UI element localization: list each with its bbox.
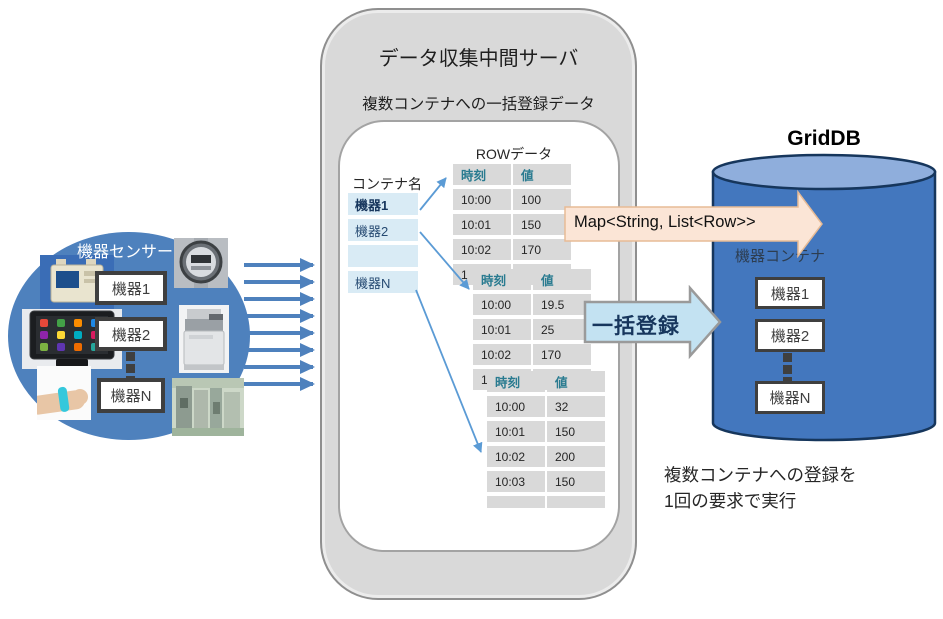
griddb-container-box-n: 機器N [755,381,825,414]
sensor-device-box-2: 機器2 [95,317,167,351]
container-cell-n: 機器N [348,271,418,293]
wristband-photo [37,366,91,420]
dashed-connector-dot [126,364,135,373]
dashed-connector-dot [783,353,792,362]
table-row: 10:02 170 [473,344,591,365]
row-table-3: 時刻 値 10:00 32 10:01 150 10:02 200 10:03 … [487,371,605,512]
bulk-register-arrow [583,285,722,360]
table-row: 10:01 150 [453,214,571,235]
table-row: 10:01 25 [473,319,591,340]
sensor-device-box-1: 機器1 [95,271,167,305]
factory-machines-photo [172,378,244,436]
bulk-arrow-label: 一括登録 [592,315,680,338]
container-cell-empty [348,245,418,267]
table-row: 10:00 100 [453,189,571,210]
dashed-connector-dot [783,377,792,381]
row-data-title: ROWデータ [475,146,553,162]
col-header-value: 値 [547,371,605,392]
sensor-to-server-arrows [244,258,315,391]
server-subtitle: 複数コンテナへの一括登録データ [362,96,595,113]
printer-photo [179,305,229,373]
sensor-group-title: 機器センサー [77,244,174,261]
table-row: 10:02 170 [453,239,571,260]
table-row: 10:03 150 [487,471,605,492]
table-row: 10:00 19.5 [473,294,591,315]
smart-meter-photo [174,238,228,288]
container-list-label: コンテナ名 [352,176,422,192]
map-string-list-row-arrow [564,189,823,259]
caption-line-2: 1回の要求で実行 [664,491,797,511]
col-header-value: 値 [513,164,571,185]
col-header-value: 値 [533,269,591,290]
server-title: データ収集中間サーバ [378,48,579,70]
col-header-time: 時刻 [487,371,545,392]
table-row: 10:00 32 [487,396,605,417]
griddb-title: GridDB [787,127,861,150]
dashed-connector-dot [126,352,135,361]
container-cell-2: 機器2 [348,219,418,241]
dashed-connector-dot [783,365,792,374]
table-row: 10:02 200 [487,446,605,467]
col-header-time: 時刻 [473,269,531,290]
table-row: 10:01 150 [487,421,605,442]
griddb-container-label: 機器コンテナ [735,248,826,265]
bottom-caption: 複数コンテナへの登録を 1回の要求で実行 [664,462,857,514]
table-row-empty [487,496,605,508]
caption-line-1: 複数コンテナへの登録を [664,465,857,485]
sensor-device-box-n: 機器N [97,378,165,413]
map-arrow-label: Map<String, List<Row>> [574,213,756,231]
griddb-container-box-1: 機器1 [755,277,825,309]
col-header-time: 時刻 [453,164,511,185]
container-cell-1: 機器1 [348,193,418,215]
griddb-container-box-2: 機器2 [755,319,825,352]
